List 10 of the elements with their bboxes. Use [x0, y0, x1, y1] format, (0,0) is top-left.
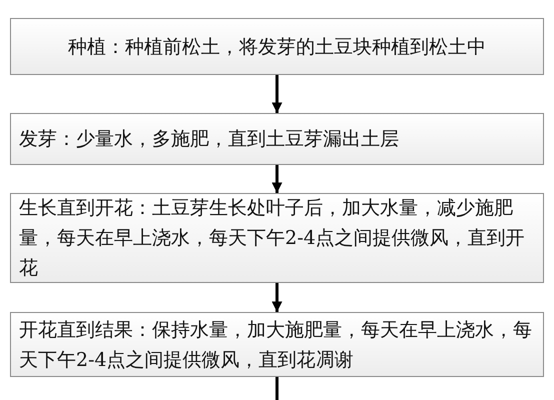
arrow — [272, 75, 282, 113]
arrow — [272, 165, 282, 193]
process-box — [10, 312, 544, 377]
process-box — [10, 113, 544, 165]
step-text: 发芽：少量水，多施肥，直到土豆芽漏出土层 — [19, 127, 399, 152]
arrow — [272, 283, 282, 312]
step-text: 生长直到开花：土豆芽生长处叶子后，加大水量，减少施肥量，每天在早上浇水，每天下午2-4点之间提供微风，直到开花 — [19, 196, 526, 281]
process-box — [10, 18, 544, 75]
step-text: 种植：种植前松土，将发芽的土豆块种植到松土中 — [68, 34, 486, 60]
step-text: 开花直到结果：保持水量，加大施肥量，每天在早上浇水，每天下午2-4点之间提供微风，直到花凋谢 — [19, 318, 533, 372]
